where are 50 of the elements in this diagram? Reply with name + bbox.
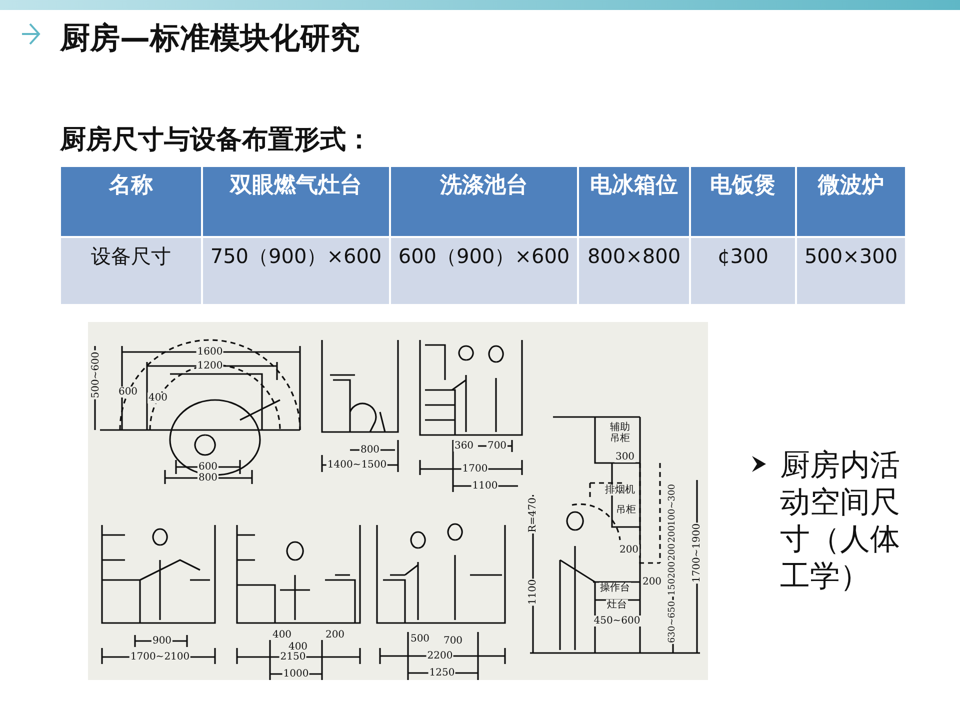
dimension-label: 700 <box>442 636 464 646</box>
table-cell: 设备尺寸 <box>60 237 202 305</box>
dimension-label: 1700~1900 <box>692 522 702 584</box>
dimension-label: 300 <box>614 452 636 462</box>
dimension-label: 2200 <box>426 650 454 662</box>
dimension-label: 200 <box>324 630 346 640</box>
part-label: 灶台 <box>606 600 628 610</box>
dimension-label: 800 <box>197 472 219 484</box>
header-cell: 微波炉 <box>796 166 906 237</box>
table-cell: 500×300 <box>796 237 906 305</box>
header-cell: 名称 <box>60 166 202 237</box>
dimension-label: 500~600 <box>90 350 102 400</box>
dimension-label: 1100 <box>528 578 538 606</box>
table-cell: 800×800 <box>578 237 690 305</box>
dimension-label: 1700~2100 <box>129 652 191 662</box>
dimension-label: 400 <box>271 630 293 640</box>
bullet-text: 厨房内活动空间尺寸（人体工学） <box>780 447 901 595</box>
dimension-label: 1200 <box>196 360 224 372</box>
dimension-label: 500 <box>409 634 431 644</box>
dimension-label: 2150 <box>279 652 307 662</box>
dimension-label: 400 <box>147 392 169 404</box>
slide-title: 厨房—标准模块化研究 <box>60 20 360 58</box>
dimension-label: 450~600 <box>592 616 642 626</box>
dimension-label: 700 <box>486 440 508 452</box>
dimension-label: 200 <box>641 576 663 588</box>
header-cell: 电饭煲 <box>690 166 796 237</box>
header-cell: 双眼燃气灶台 <box>202 166 390 237</box>
dimension-label: 1700 <box>461 464 489 474</box>
header-cell: 洗涤池台 <box>390 166 578 237</box>
dimension-label: 1600 <box>196 346 224 358</box>
dimension-label: 600 <box>197 462 219 472</box>
dimension-label: 1250 <box>428 668 456 678</box>
table-cell: 600（900）×600 <box>390 237 578 305</box>
section-heading: 厨房尺寸与设备布置形式： <box>60 124 372 157</box>
dimension-label: 900 <box>151 636 173 646</box>
dimension-label: R=470 <box>528 496 538 534</box>
dimension-label: 1000 <box>282 668 310 680</box>
part-label: 吊柜 <box>615 504 637 516</box>
dimension-label: 600 <box>117 386 139 398</box>
dimension-label: 400 <box>287 642 309 652</box>
table-cell: ¢300 <box>690 237 796 305</box>
table-cell: 750（900）×600 <box>202 237 390 305</box>
part-label: 操作台 <box>599 582 631 594</box>
part-label: 排烟机 <box>604 484 636 496</box>
header-cell: 电冰箱位 <box>578 166 690 237</box>
dimension-label: 200 <box>618 544 640 556</box>
dimension-label: 360 <box>453 440 475 452</box>
dimension-label: 1400~1500 <box>326 460 388 470</box>
dimension-label: 1100 <box>471 480 499 492</box>
dimension-label: 800 <box>359 444 381 456</box>
